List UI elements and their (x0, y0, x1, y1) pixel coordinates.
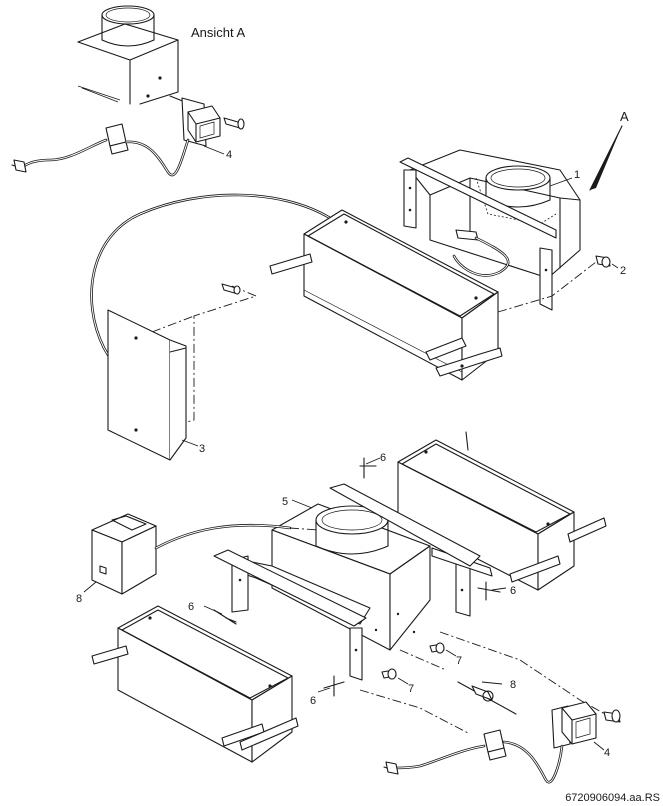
callout-8-right: 8 (510, 679, 516, 691)
control-box-cable (154, 523, 292, 550)
callout-6-right: 6 (510, 585, 516, 597)
callout-6-bottom: 6 (310, 695, 316, 707)
plenum-housing-5 (213, 483, 493, 681)
view-a-marker: A (620, 109, 629, 124)
callout-8-left: 8 (76, 593, 82, 605)
view-a-arrow (589, 125, 623, 191)
view-a-label: Ansicht A (191, 25, 246, 40)
callout-7-right: 7 (456, 655, 462, 667)
lower-right-fan-box (397, 431, 607, 591)
assembly-line-lower-a (439, 631, 613, 719)
pins-6 (203, 457, 507, 697)
lower-left-fan-box (91, 605, 299, 763)
callout-1: 1 (574, 169, 580, 181)
callout-5: 5 (282, 496, 288, 508)
assembly-line-lower-b (359, 689, 471, 735)
callout-6-top: 6 (380, 452, 386, 464)
detail-view-a (11, 5, 245, 177)
upper-fan-box (269, 209, 503, 381)
callout-6-left: 6 (188, 601, 194, 613)
assembly-line-upper-a (497, 261, 597, 313)
callout-4-top: 4 (226, 149, 232, 161)
servo-motor-4 (483, 701, 621, 761)
plenum-housing-1 (399, 149, 581, 311)
screw-2 (595, 255, 619, 269)
control-box-8 (83, 513, 157, 595)
callout-3: 3 (199, 443, 205, 455)
screws-7 (381, 642, 457, 685)
screw-upper-left (221, 283, 241, 295)
cover-plate-3 (107, 309, 199, 461)
actuator-rod-8 (457, 681, 517, 715)
callout-2: 2 (620, 265, 626, 277)
callout-7-left: 7 (408, 683, 414, 695)
drawing-reference: 6720906094.aa.RS (565, 792, 660, 804)
callout-4-bottom: 4 (604, 747, 610, 759)
assembly-line-upper-b (179, 285, 258, 425)
